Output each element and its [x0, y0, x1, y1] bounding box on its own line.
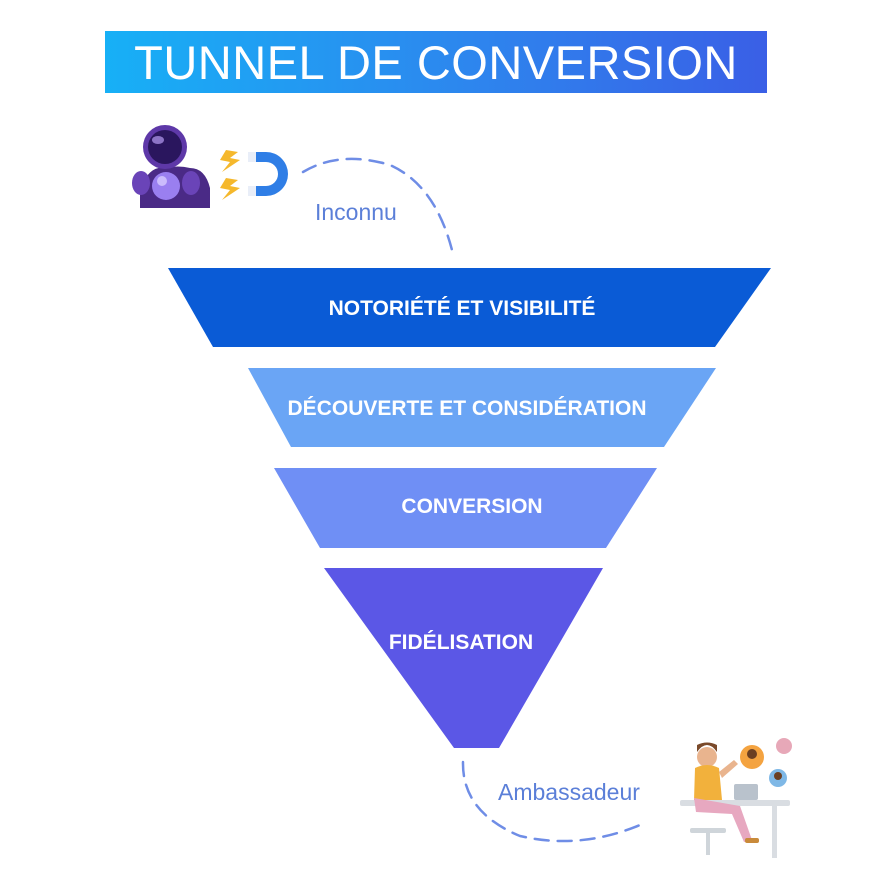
funnel-stage-3	[274, 468, 657, 548]
funnel-stage-4	[324, 568, 603, 748]
funnel-stage-2-label: DÉCOUVERTE ET CONSIDÉRATION	[288, 397, 647, 420]
start-connector	[301, 157, 454, 252]
page-title: TUNNEL DE CONVERSION	[134, 35, 738, 89]
end-connector	[461, 760, 642, 843]
funnel-stage-1	[168, 268, 771, 347]
title-banner: TUNNEL DE CONVERSION	[105, 31, 767, 93]
end-label: Ambassadeur	[498, 779, 640, 805]
funnel-stage-3-label: CONVERSION	[401, 495, 542, 518]
person-at-desk-icon	[680, 738, 792, 858]
funnel-stage-2	[248, 368, 716, 447]
astronaut-with-magnet-icon	[132, 125, 288, 208]
funnel-stage-4-label: FIDÉLISATION	[389, 631, 533, 654]
funnel-stage-1-label: NOTORIÉTÉ ET VISIBILITÉ	[329, 297, 596, 320]
start-label: Inconnu	[315, 199, 397, 225]
